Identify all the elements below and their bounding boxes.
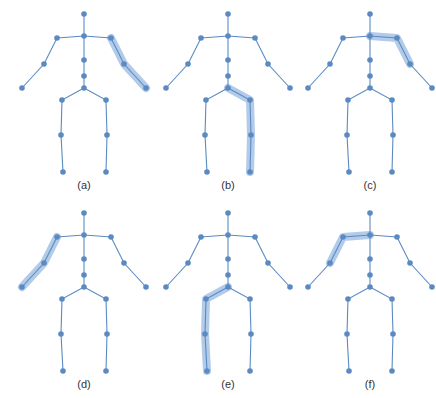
panel-label: (b) (221, 179, 234, 192)
panel-label: (c) (364, 179, 377, 192)
panel-label: (f) (365, 378, 375, 391)
panel-label: (d) (77, 378, 90, 391)
panel-label: (a) (77, 179, 90, 192)
panel-label: (e) (221, 378, 234, 391)
